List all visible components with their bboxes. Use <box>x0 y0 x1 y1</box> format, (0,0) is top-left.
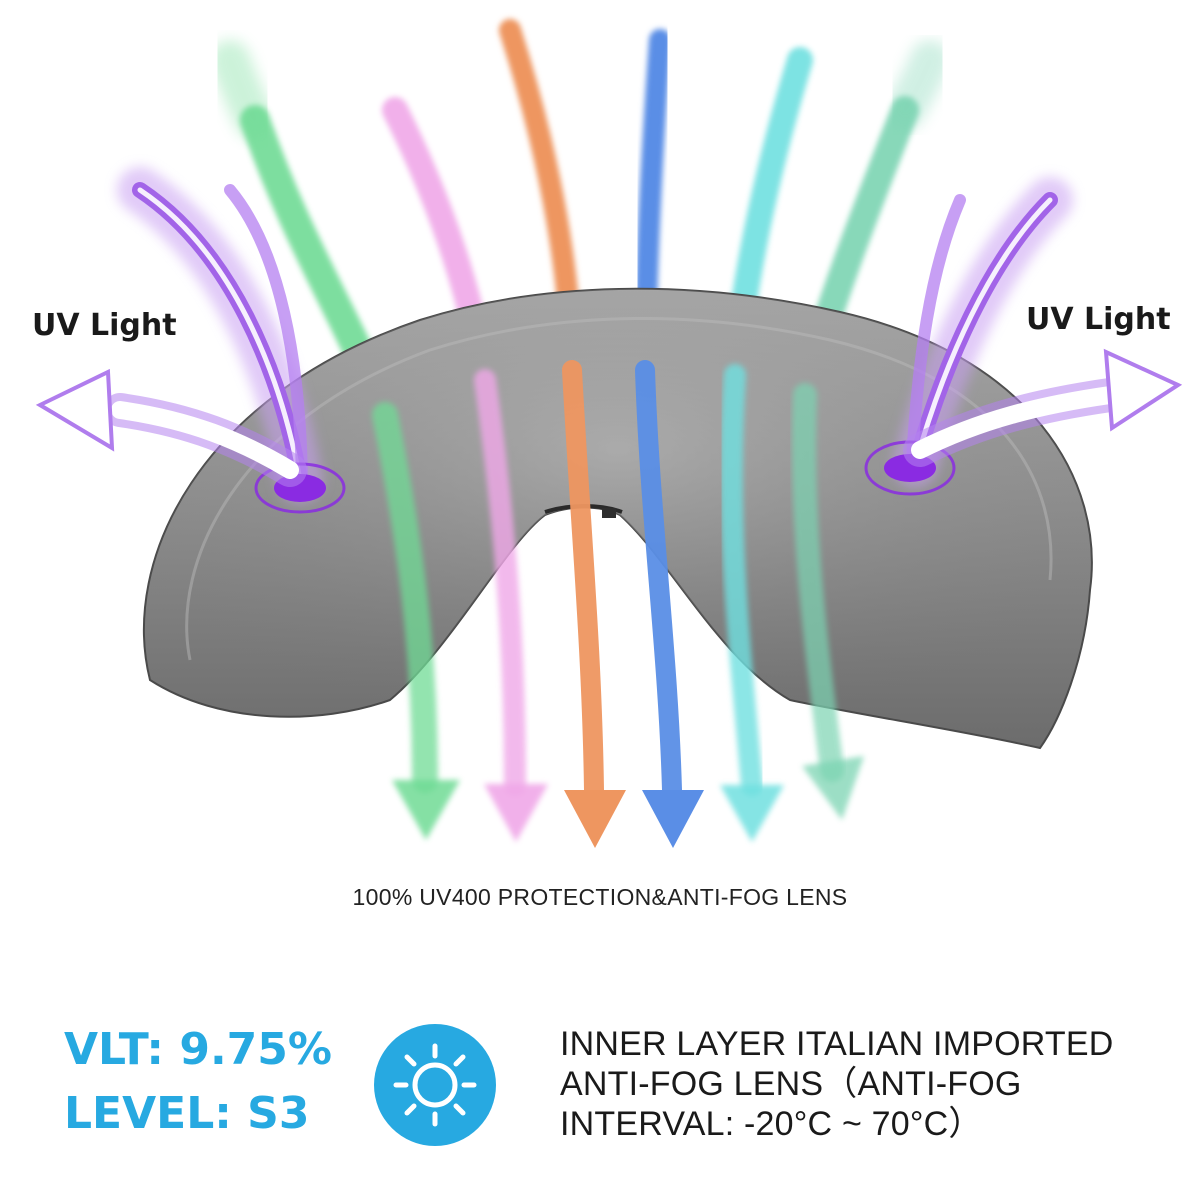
green-arrow-head <box>392 780 460 840</box>
uv-light-label-left: UV Light <box>32 308 177 343</box>
description-line-3: INTERVAL: -20°C ~ 70°C） <box>560 1105 983 1143</box>
uv-light-label-right: UV Light <box>1026 302 1171 337</box>
protection-caption: 100% UV400 PROTECTION&ANTI-FOG LENS <box>352 884 848 910</box>
description-line-1: INNER LAYER ITALIAN IMPORTED <box>560 1025 1114 1063</box>
arrow-heads <box>392 756 864 848</box>
level-value: LEVEL: S3 <box>64 1088 310 1139</box>
uv-right-arrow-head <box>1103 348 1183 432</box>
pink-arrow-head <box>484 784 548 842</box>
lens-light-illustration <box>35 19 1183 848</box>
beams-through-lens <box>372 360 844 800</box>
anti-fog-description: INNER LAYER ITALIAN IMPORTED ANTI-FOG LE… <box>560 1024 1114 1144</box>
lens-specs: VLT: 9.75% LEVEL: S3 <box>64 1018 332 1146</box>
uv-left-arrow-head <box>35 368 115 452</box>
sun-icon <box>374 1024 496 1146</box>
orange-arrow-head <box>564 790 626 848</box>
vlt-value: VLT: 9.75% <box>64 1024 332 1075</box>
description-line-2: ANTI-FOG LENS（ANTI-FOG <box>560 1065 1022 1103</box>
uv-ray-left <box>35 167 346 514</box>
uv-ray-right <box>864 177 1183 496</box>
teal-arrow-head <box>802 756 864 820</box>
cyan-arrow-head <box>720 785 784 842</box>
blue-arrow-head <box>642 790 704 848</box>
